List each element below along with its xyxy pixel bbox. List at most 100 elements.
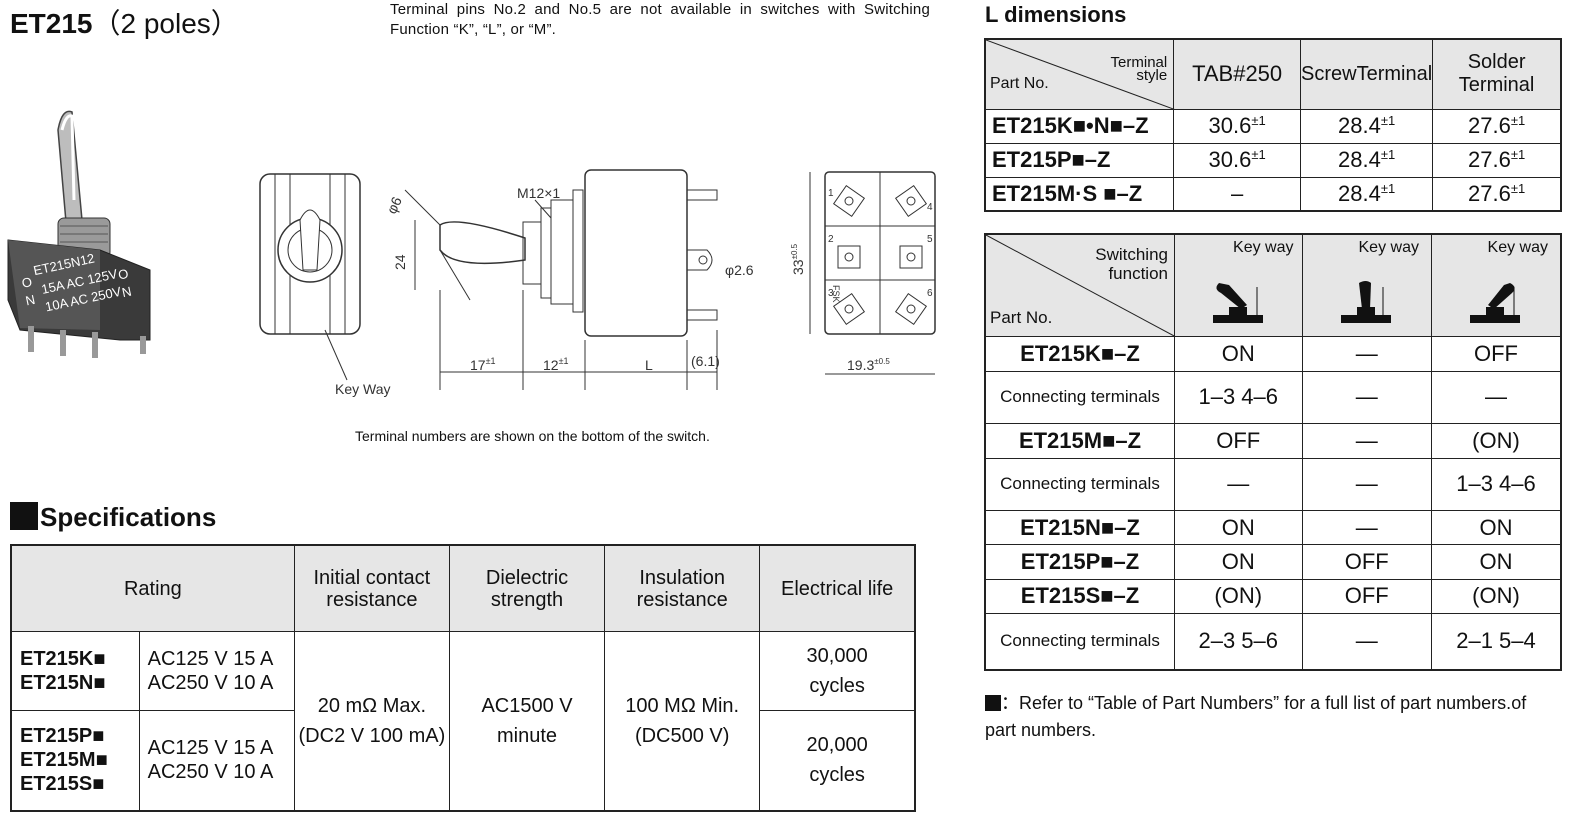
header-dielectric: Dielectric strength — [448, 544, 606, 633]
sw-row-7-c2: OFF — [1301, 578, 1432, 614]
header-insulation: Insulation resistance — [604, 544, 761, 633]
sw-row-1-part: ET215K■–Z — [984, 336, 1175, 372]
page-title: ET215（2 poles） — [10, 2, 239, 42]
corner-function: function — [1108, 264, 1168, 283]
sw-row-2-c3: — — [1430, 370, 1562, 425]
l-row-3-tab: – — [1173, 176, 1302, 212]
photo-mark-n2: N — [120, 284, 132, 301]
l-row-2-screw: 28.4±1 — [1300, 142, 1434, 178]
front-view — [259, 173, 361, 381]
key-way-label-2: Key way — [1358, 239, 1419, 256]
sw-row-3-c1: OFF — [1174, 423, 1303, 459]
sw-row-4-c1: — — [1174, 457, 1303, 512]
sw-row-6-c1: ON — [1174, 544, 1303, 580]
l-row-3-part: ET215M·S ■–Z — [984, 176, 1175, 212]
sw-row-5-c2: — — [1301, 509, 1432, 546]
sw-row-4-c3: 1–3 4–6 — [1430, 457, 1562, 512]
svg-text:33±0.5: 33±0.5 — [790, 243, 806, 275]
sw-row-6-c2: OFF — [1301, 544, 1432, 580]
contact-resistance: 20 mΩ Max.(DC2 V 100 mA) — [293, 631, 450, 812]
svg-text:17±1: 17±1 — [470, 356, 496, 373]
l-row-2-part: ET215P■–Z — [984, 142, 1175, 178]
lever-center-icon — [1340, 281, 1391, 323]
dimension-drawing: Key Way M12×1 φ6 24 φ2.6 17±1 12±1 L (6.… — [259, 169, 936, 397]
pin-4: 4 — [927, 202, 933, 213]
pin-1: 1 — [828, 188, 834, 199]
sw-header-left: Key way — [1174, 233, 1303, 338]
sw-row-8-c3: 2–1 5–4 — [1430, 612, 1562, 671]
specifications-title: Specifications — [40, 502, 217, 532]
switch-photo: ET215N12 15A AC 125V 10A AC 250V O N O N — [7, 110, 151, 358]
sw-row-2-part: Connecting terminals — [984, 370, 1175, 425]
sw-row-3-part: ET215M■–Z — [984, 423, 1175, 459]
sw-row-8-c1: 2–3 5–6 — [1174, 612, 1303, 671]
dim17-label: 17 — [470, 357, 486, 373]
corner-partno2: Part No. — [990, 308, 1053, 328]
sw-row-7-c3: (ON) — [1430, 578, 1562, 614]
sw-header-right: Key way — [1430, 233, 1562, 338]
dim193-label: 19.3 — [847, 357, 874, 373]
key-way-label-1: Key way — [1233, 239, 1294, 256]
l-row-3-screw: 28.4±1 — [1300, 176, 1434, 212]
pin-2: 2 — [828, 234, 834, 245]
l-header-tab: TAB#250 — [1173, 38, 1302, 110]
corner-partno: Part No. — [990, 74, 1049, 92]
corner-style: style — [1136, 67, 1168, 84]
sw-row-5-c1: ON — [1174, 509, 1303, 546]
sw-row-5-part: ET215N■–Z — [984, 509, 1175, 546]
l-row-2-tab: 30.6±1 — [1173, 142, 1302, 178]
thread-label: M12×1 — [517, 185, 560, 201]
sw-header-center: Key way — [1301, 233, 1432, 338]
sw-row-1-c1: ON — [1174, 336, 1303, 372]
sw-row-1-c2: — — [1301, 336, 1432, 372]
specifications-heading: Specifications — [10, 502, 216, 533]
header-life: Electrical life — [759, 544, 916, 633]
sw-row-8-part: Connecting terminals — [984, 612, 1175, 671]
l-row-3-solder: 27.6±1 — [1432, 176, 1562, 212]
svg-text:19.3±0.5: 19.3±0.5 — [847, 357, 890, 373]
sw-row-2-c2: — — [1301, 370, 1432, 425]
insulation-resistance: 100 MΩ Min.(DC500 V) — [604, 631, 761, 812]
svg-text:12±1: 12±1 — [543, 356, 569, 373]
l-header-screw: ScrewTerminal — [1300, 38, 1434, 110]
sw-row-2-c1: 1–3 4–6 — [1174, 370, 1303, 425]
fsk-mark: FSK — [831, 285, 841, 303]
l-dimensions-heading: L dimensions — [985, 2, 1127, 27]
corner-switching: Switching — [1095, 245, 1168, 264]
sw-row-1-c3: OFF — [1430, 336, 1562, 372]
sw-row-8-c2: — — [1301, 612, 1432, 671]
heading-square-icon — [10, 502, 38, 530]
sw-row-7-part: ET215S■–Z — [984, 578, 1175, 614]
dim61-label: (6.1) — [691, 353, 720, 369]
l-row-1-tab: 30.6±1 — [1173, 108, 1302, 144]
group1-parts: ET215K■ET215N■ — [10, 631, 140, 711]
dia26-label: φ2.6 — [725, 262, 754, 278]
sw-row-4-c2: — — [1301, 457, 1432, 512]
key-way-label-3: Key way — [1487, 239, 1548, 256]
bottom-view — [824, 171, 936, 335]
header-rating: Rating — [10, 544, 295, 633]
l-row-2-solder: 27.6±1 — [1432, 142, 1562, 178]
tol33-label: ±0.5 — [790, 243, 799, 259]
footnote-square-icon — [985, 695, 1001, 711]
tol17-label: ±1 — [486, 356, 496, 366]
photo-mark-n: N — [24, 292, 36, 309]
sw-row-3-c3: (ON) — [1430, 423, 1562, 459]
l-row-1-solder: 27.6±1 — [1432, 108, 1562, 144]
dim12-label: 12 — [543, 357, 559, 373]
sw-row-5-c3: ON — [1430, 509, 1562, 546]
tol193-label: ±0.5 — [874, 357, 890, 366]
group2-parts: ET215P■ET215M■ET215S■ — [10, 709, 140, 812]
sw-row-7-c1: (ON) — [1174, 578, 1303, 614]
corner-terminal: Terminal — [1110, 54, 1168, 71]
l-row-1-screw: 28.4±1 — [1300, 108, 1434, 144]
poles-label: （2 poles） — [92, 8, 239, 39]
lever-right-icon — [1469, 283, 1520, 323]
